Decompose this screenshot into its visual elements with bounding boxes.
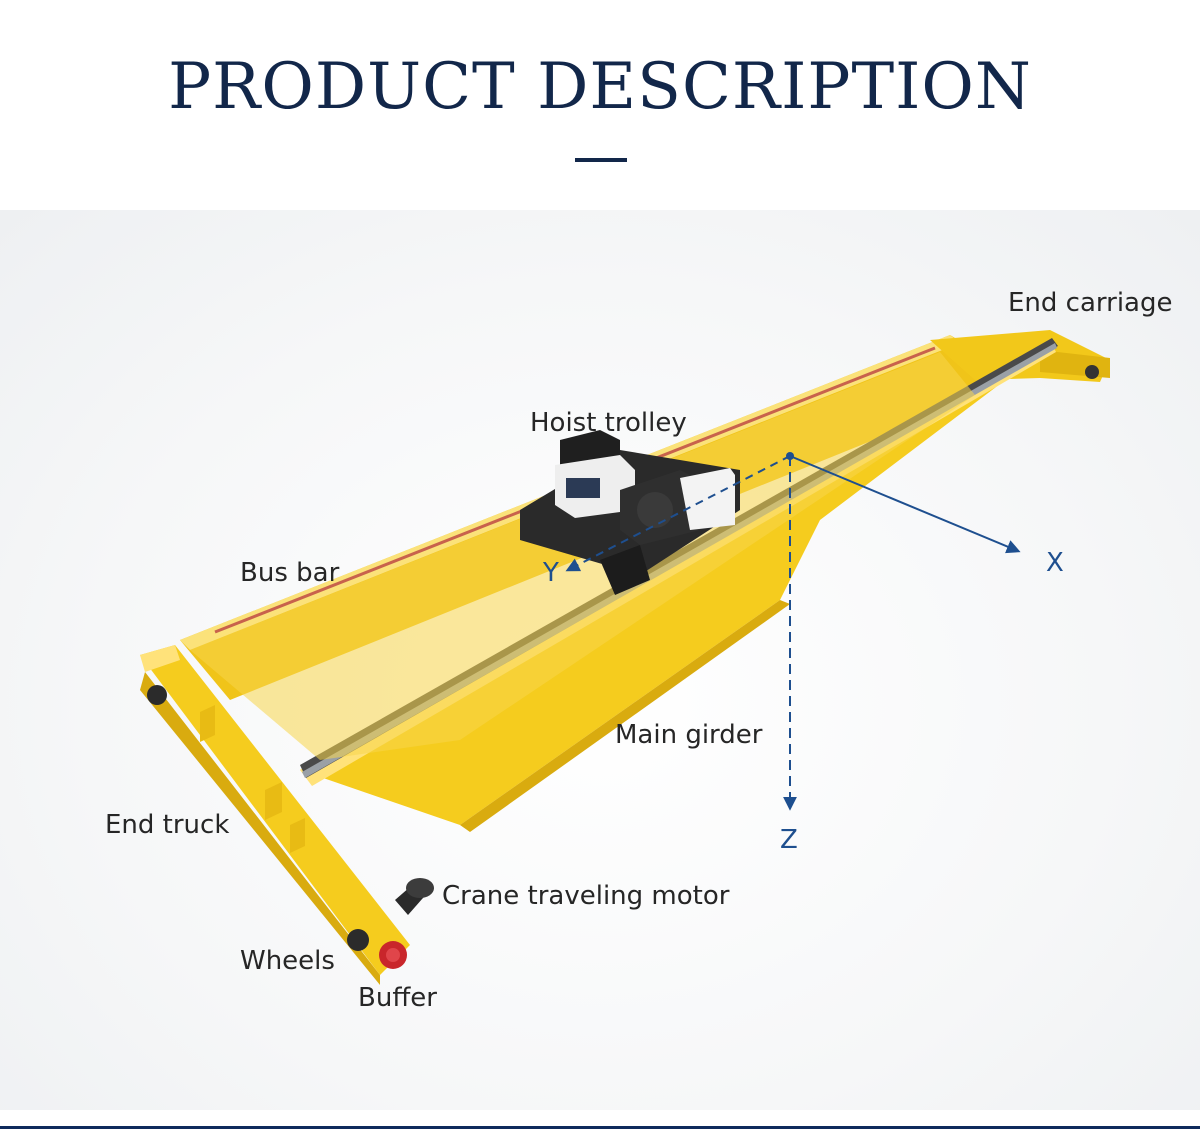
label-bus-bar: Bus bar [240,560,339,586]
label-end-carriage: End carriage [1008,290,1172,316]
axis-label-y: Y [543,560,559,586]
axis-label-z: Z [780,827,798,853]
wheels-front [347,929,369,951]
trolley-logo-plate [566,478,600,498]
label-hoist-trolley: Hoist trolley [530,410,687,436]
axis-label-x: X [1046,550,1064,576]
label-main-girder: Main girder [615,722,762,748]
label-crane-traveling-motor: Crane traveling motor [442,883,729,909]
label-buffer: Buffer [358,985,437,1011]
buffer [379,941,407,969]
crane-traveling-motor [395,878,434,915]
label-end-truck: End truck [105,812,229,838]
wheel-back [147,685,167,705]
label-wheels: Wheels [240,948,335,974]
